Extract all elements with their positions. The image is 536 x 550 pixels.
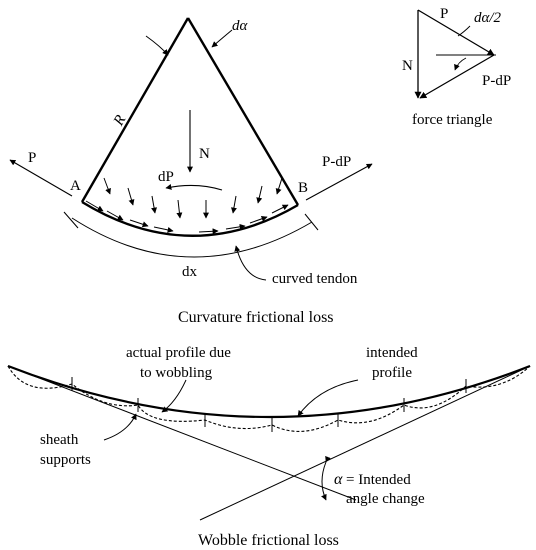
tendon-arrow — [198, 228, 219, 235]
tendon-arrow — [225, 223, 246, 230]
triangle-p-label: P — [440, 6, 448, 22]
curved-tendon — [81, 200, 299, 237]
force-triangle-caption: force triangle — [412, 112, 493, 128]
triangle-half-angle-label: dα/2 — [474, 10, 502, 26]
triangle-pdp-label: P-dP — [482, 73, 511, 89]
pressure-arrow — [151, 195, 158, 214]
angle-change-label-line1: = Intended — [346, 472, 411, 488]
actual-profile-leader — [161, 379, 187, 413]
sector-right-edge — [186, 17, 300, 206]
tendon-arrow — [85, 200, 104, 212]
tendon-arrow — [249, 215, 268, 224]
normal-force-label: N — [199, 146, 210, 162]
sheath-support-ticks — [71, 377, 467, 432]
tendon-arrow — [271, 204, 289, 214]
angle-change-arc — [321, 455, 331, 501]
intended-profile-label-line1: intended — [366, 345, 418, 361]
wobble-caption: Wobble frictional loss — [198, 532, 339, 549]
left-force-arrow — [9, 159, 73, 197]
actual-profile-curve — [7, 365, 531, 432]
half-angle-leader — [457, 25, 471, 37]
curvature-diagram: dα R N dP P P-dP A B — [9, 17, 373, 326]
force-triangle: P dα/2 N P-dP force triangle — [402, 6, 511, 128]
wobble-diagram: actual profile due to wobbling intended … — [7, 345, 531, 549]
pressure-arrow — [230, 195, 237, 214]
sector-left-edge — [80, 17, 190, 203]
friction-arrow — [165, 184, 223, 191]
right-force-arrow — [305, 163, 373, 201]
point-b-label: B — [298, 180, 308, 196]
right-force-label: P-dP — [322, 154, 351, 170]
actual-profile-label-line2: to wobbling — [140, 365, 213, 381]
sheath-supports-label-line1: sheath — [40, 432, 79, 448]
tendon-leader — [234, 245, 267, 281]
tendon-arrow — [106, 210, 124, 221]
pressure-arrow — [275, 177, 283, 195]
pressure-arrow — [127, 187, 135, 206]
angle-label: dα — [232, 18, 249, 34]
angle-arrow-left — [145, 35, 169, 56]
left-force-label: P — [28, 150, 36, 166]
triangle-p-side — [417, 9, 495, 56]
pressure-arrow — [176, 199, 183, 219]
pressure-arrows — [103, 177, 283, 219]
intended-profile-curve — [7, 364, 531, 419]
triangle-pdp-side — [419, 54, 495, 99]
left-tangent-line — [7, 365, 357, 501]
actual-profile-label-line1: actual profile due — [126, 345, 231, 361]
alpha-symbol: α — [334, 471, 343, 488]
curvature-caption: Curvature frictional loss — [178, 309, 334, 326]
intended-profile-leader — [297, 379, 359, 417]
angle-change-label-line2: angle change — [346, 491, 425, 507]
right-tangent-line — [199, 365, 531, 521]
pressure-arrow — [256, 185, 263, 204]
length-dimension-arc — [71, 217, 313, 258]
length-tick-right — [304, 213, 319, 231]
angle-arrow-right — [211, 29, 233, 48]
tendon-arrow — [153, 226, 174, 233]
length-label: dx — [182, 264, 198, 280]
triangle-n-label: N — [402, 58, 413, 74]
sheath-supports-label-line2: supports — [40, 452, 91, 468]
friction-label: dP — [158, 169, 174, 185]
sheath-supports-leader — [103, 413, 137, 441]
tendon-friction-arrows — [85, 200, 289, 235]
intended-profile-label-line2: profile — [372, 365, 412, 381]
pressure-arrow — [103, 177, 111, 195]
half-angle-arrow — [454, 57, 467, 71]
tendon-label: curved tendon — [272, 271, 358, 287]
point-a-label: A — [70, 178, 81, 194]
length-tick-left — [63, 211, 79, 229]
tendon-arrow — [129, 219, 149, 228]
